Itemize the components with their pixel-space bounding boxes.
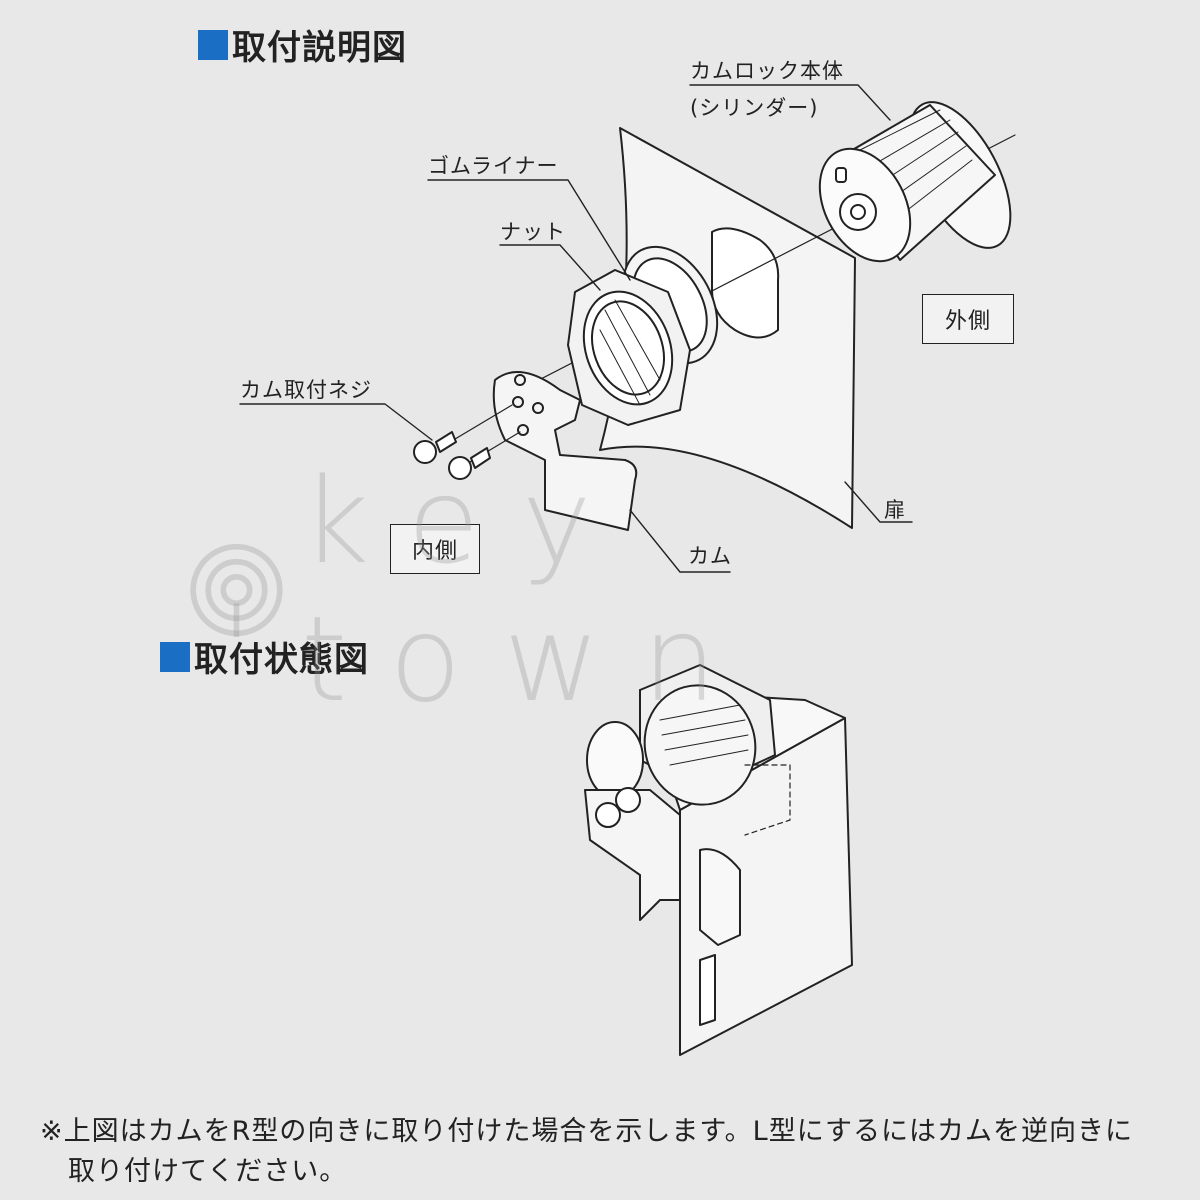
note-line-1: ※上図はカムをR型の向きに取り付けた場合を示します。L型にするにはカムを逆向きに: [40, 1116, 1133, 1147]
section-title-installed-state: 取付状態図: [160, 632, 369, 681]
outer-side-text: 外側: [944, 309, 991, 334]
door-panel: [599, 127, 856, 529]
label-rubber-liner: ゴムライナー: [428, 154, 559, 178]
label-cam-lock-body: カムロック本体: [690, 59, 844, 83]
label-nut: ナット: [500, 220, 566, 244]
label-cam: カム: [688, 544, 732, 568]
cam-lock-cylinder: [818, 101, 1012, 263]
installed-assembly: [584, 664, 853, 1056]
note-line-2: 取り付けてください。: [68, 1156, 348, 1187]
label-box-outer-side: 外側: [922, 294, 1014, 344]
section-title-installation-guide: 取付説明図: [198, 20, 407, 69]
label-cylinder: (シリンダー): [690, 96, 819, 120]
section-title-text: 取付状態図: [194, 640, 369, 680]
cam-plate: [492, 371, 638, 531]
cam-screws: [413, 404, 521, 480]
hex-nut: [567, 269, 691, 426]
blue-square-icon: [198, 29, 228, 60]
blue-square-icon: [160, 641, 190, 672]
label-cam-screw: カム取付ネジ: [240, 378, 372, 402]
section-title-text: 取付説明図: [232, 28, 407, 68]
label-box-inner-side: 内側: [390, 524, 480, 574]
installation-note: ※上図はカムをR型の向きに取り付けた場合を示します。L型にするにはカムを逆向きに…: [40, 1112, 1190, 1192]
leader-lines: [239, 84, 913, 573]
label-door: 扉: [884, 498, 906, 522]
inner-side-text: 内側: [411, 539, 458, 564]
